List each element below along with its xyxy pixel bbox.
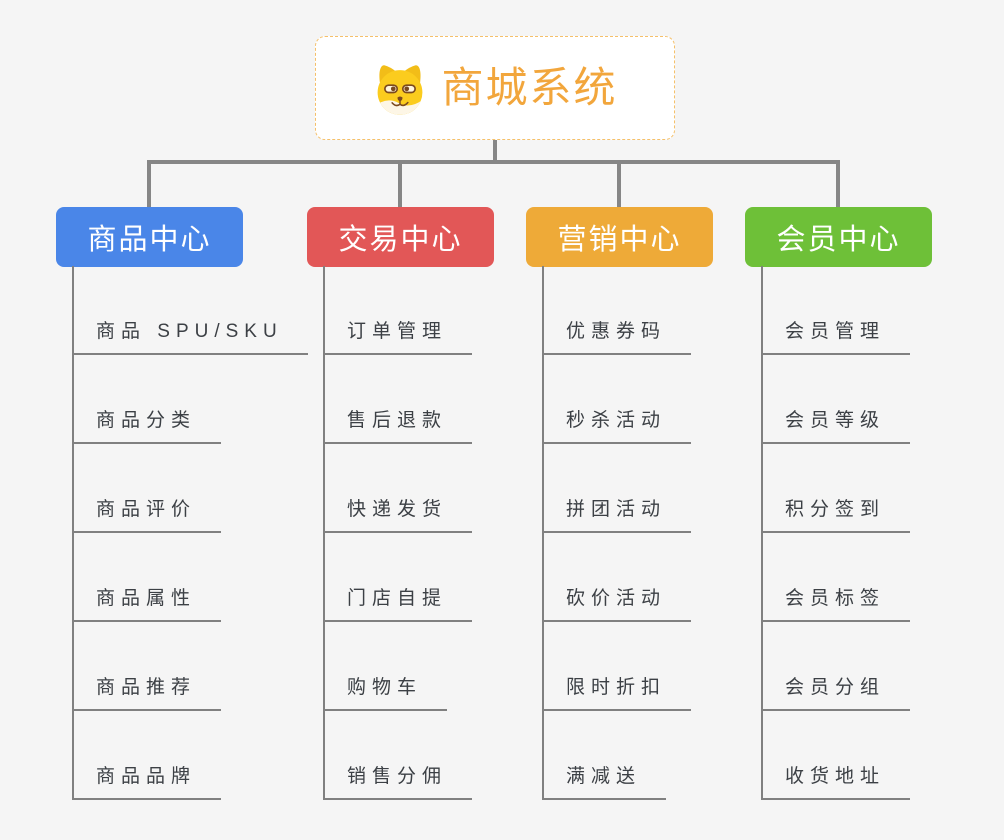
connector-drop bbox=[398, 160, 402, 207]
leaf-label: 限时折扣 bbox=[544, 676, 692, 711]
leaf-node[interactable]: 快递发货 bbox=[325, 444, 473, 533]
leaf-node[interactable]: 商品分类 bbox=[74, 355, 308, 444]
leaf-node[interactable]: 积分签到 bbox=[763, 444, 911, 533]
leaf-label: 商品 SPU/SKU bbox=[74, 320, 308, 355]
leaf-label: 订单管理 bbox=[325, 320, 473, 355]
leaf-node[interactable]: 会员管理 bbox=[763, 266, 911, 355]
leaf-label: 销售分佣 bbox=[325, 765, 473, 800]
branch-node-member-center[interactable]: 会员中心 bbox=[745, 207, 932, 267]
branch-children-trade: 订单管理 售后退款 快递发货 门店自提 购物车 销售分佣 bbox=[323, 266, 473, 800]
leaf-node[interactable]: 商品评价 bbox=[74, 444, 308, 533]
leaf-node[interactable]: 会员标签 bbox=[763, 533, 911, 622]
leaf-node[interactable]: 订单管理 bbox=[325, 266, 473, 355]
branch-children-member: 会员管理 会员等级 积分签到 会员标签 会员分组 收货地址 bbox=[761, 266, 911, 800]
branch-node-marketing-center[interactable]: 营销中心 bbox=[526, 207, 713, 267]
leaf-node[interactable]: 销售分佣 bbox=[325, 711, 473, 800]
leaf-label: 购物车 bbox=[325, 676, 448, 711]
leaf-node[interactable]: 限时折扣 bbox=[544, 622, 692, 711]
leaf-label: 砍价活动 bbox=[544, 587, 692, 622]
leaf-label: 拼团活动 bbox=[544, 498, 692, 533]
leaf-label: 商品推荐 bbox=[74, 676, 222, 711]
leaf-label: 商品属性 bbox=[74, 587, 222, 622]
branch-node-trade-center[interactable]: 交易中心 bbox=[307, 207, 494, 267]
leaf-label: 快递发货 bbox=[325, 498, 473, 533]
doge-icon bbox=[372, 60, 428, 116]
leaf-label: 会员标签 bbox=[763, 587, 911, 622]
leaf-node[interactable]: 拼团活动 bbox=[544, 444, 692, 533]
leaf-node[interactable]: 门店自提 bbox=[325, 533, 473, 622]
leaf-label: 秒杀活动 bbox=[544, 409, 692, 444]
connector-horizontal bbox=[147, 160, 840, 164]
leaf-node[interactable]: 砍价活动 bbox=[544, 533, 692, 622]
leaf-label: 会员管理 bbox=[763, 320, 911, 355]
leaf-label: 满减送 bbox=[544, 765, 667, 800]
leaf-label: 收货地址 bbox=[763, 765, 911, 800]
leaf-node[interactable]: 优惠券码 bbox=[544, 266, 692, 355]
connector-drop bbox=[836, 160, 840, 207]
leaf-node[interactable]: 商品属性 bbox=[74, 533, 308, 622]
root-node[interactable]: 商城系统 bbox=[315, 36, 675, 140]
leaf-node[interactable]: 秒杀活动 bbox=[544, 355, 692, 444]
leaf-label: 门店自提 bbox=[325, 587, 473, 622]
connector-drop bbox=[617, 160, 621, 207]
leaf-node[interactable]: 收货地址 bbox=[763, 711, 911, 800]
leaf-label: 商品评价 bbox=[74, 498, 222, 533]
branch-node-goods-center[interactable]: 商品中心 bbox=[56, 207, 243, 267]
leaf-label: 积分签到 bbox=[763, 498, 911, 533]
leaf-node[interactable]: 满减送 bbox=[544, 711, 691, 800]
leaf-node[interactable]: 商品 SPU/SKU bbox=[74, 266, 308, 355]
leaf-node[interactable]: 商品品牌 bbox=[74, 711, 308, 800]
leaf-label: 会员分组 bbox=[763, 676, 911, 711]
root-title: 商城系统 bbox=[441, 64, 618, 111]
leaf-label: 会员等级 bbox=[763, 409, 911, 444]
leaf-label: 优惠券码 bbox=[544, 320, 692, 355]
leaf-node[interactable]: 售后退款 bbox=[325, 355, 473, 444]
leaf-node[interactable]: 购物车 bbox=[325, 622, 472, 711]
connector-drop bbox=[147, 160, 151, 207]
leaf-label: 商品分类 bbox=[74, 409, 222, 444]
branch-children-marketing: 优惠券码 秒杀活动 拼团活动 砍价活动 限时折扣 满减送 bbox=[542, 266, 692, 800]
leaf-label: 售后退款 bbox=[325, 409, 473, 444]
leaf-node[interactable]: 会员等级 bbox=[763, 355, 911, 444]
leaf-label: 商品品牌 bbox=[74, 765, 222, 800]
leaf-node[interactable]: 会员分组 bbox=[763, 622, 911, 711]
branch-children-goods: 商品 SPU/SKU 商品分类 商品评价 商品属性 商品推荐 商品品牌 bbox=[72, 266, 308, 800]
leaf-node[interactable]: 商品推荐 bbox=[74, 622, 308, 711]
connector-root-stub bbox=[493, 140, 497, 164]
